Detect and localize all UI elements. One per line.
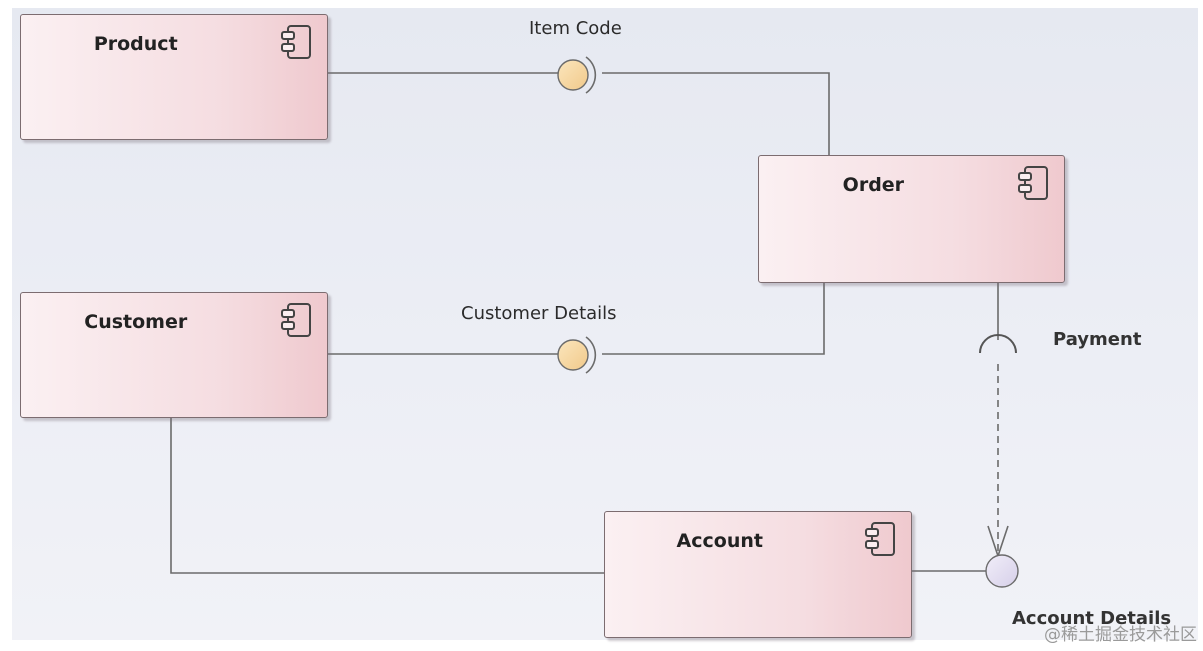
component-account[interactable]: Account	[604, 511, 912, 638]
customer-account-connector[interactable]	[170, 418, 605, 574]
order-customer-details-connector[interactable]	[602, 283, 825, 355]
dependency-arrowhead	[987, 525, 1009, 559]
component-product-title: Product	[93, 33, 178, 55]
component-icon	[281, 303, 311, 337]
payment-label: Payment	[1053, 329, 1142, 350]
component-customer[interactable]: Customer	[20, 292, 328, 418]
customer-details-label: Customer Details	[461, 303, 617, 324]
component-order-title: Order	[842, 174, 905, 196]
component-account-title: Account	[676, 530, 763, 552]
watermark: @稀土掘金技术社区	[1044, 625, 1197, 645]
customer-details-socket	[585, 336, 597, 374]
component-icon	[1018, 166, 1048, 200]
component-icon	[865, 522, 895, 556]
order-item-code-connector[interactable]	[602, 72, 830, 156]
component-customer-title: Customer	[84, 311, 188, 333]
account-details-lollipop[interactable]	[985, 554, 1019, 588]
account-details-label: Account Details	[1012, 608, 1172, 629]
component-order[interactable]: Order	[758, 155, 1065, 283]
component-icon	[281, 25, 311, 59]
item-code-lollipop[interactable]	[557, 59, 589, 91]
payment-socket[interactable]	[979, 334, 1017, 354]
item-code-socket	[585, 56, 597, 94]
customer-details-lollipop[interactable]	[557, 339, 589, 371]
item-code-label: Item Code	[529, 18, 622, 39]
component-product[interactable]: Product	[20, 14, 328, 140]
